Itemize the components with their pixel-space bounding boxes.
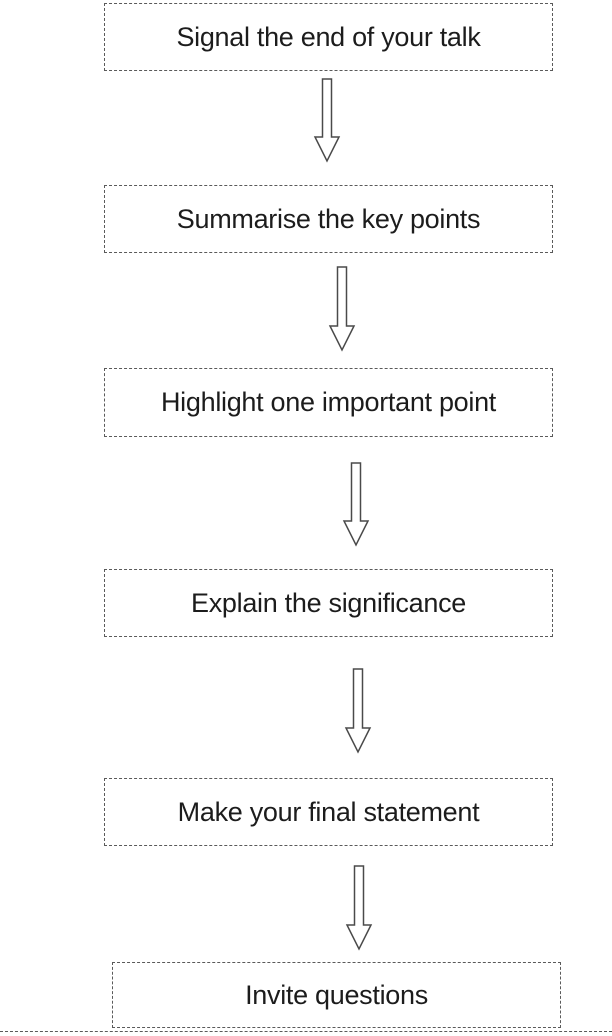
step-box-signal-end: Signal the end of your talk bbox=[104, 3, 553, 71]
down-arrow-icon bbox=[328, 266, 356, 352]
down-arrow-icon bbox=[344, 668, 372, 754]
down-arrow-icon bbox=[342, 462, 370, 547]
step-label: Make your final statement bbox=[177, 796, 480, 827]
down-arrow-icon bbox=[345, 865, 373, 951]
bottom-divider bbox=[0, 1031, 612, 1032]
step-label: Highlight one important point bbox=[160, 387, 496, 417]
step-label: Invite questions bbox=[245, 979, 428, 1010]
step-box-invite-questions: Invite questions bbox=[112, 962, 561, 1028]
step-box-explain: Explain the significance bbox=[104, 569, 553, 637]
step-label: Signal the end of your talk bbox=[176, 21, 481, 52]
step-box-final-statement: Make your final statement bbox=[104, 778, 553, 846]
step-box-highlight: Highlight one important point bbox=[104, 368, 553, 437]
step-label: Summarise the key points bbox=[176, 203, 481, 234]
step-label: Explain the significance bbox=[191, 587, 466, 618]
down-arrow-icon bbox=[313, 78, 341, 163]
step-box-summarise: Summarise the key points bbox=[104, 185, 553, 253]
